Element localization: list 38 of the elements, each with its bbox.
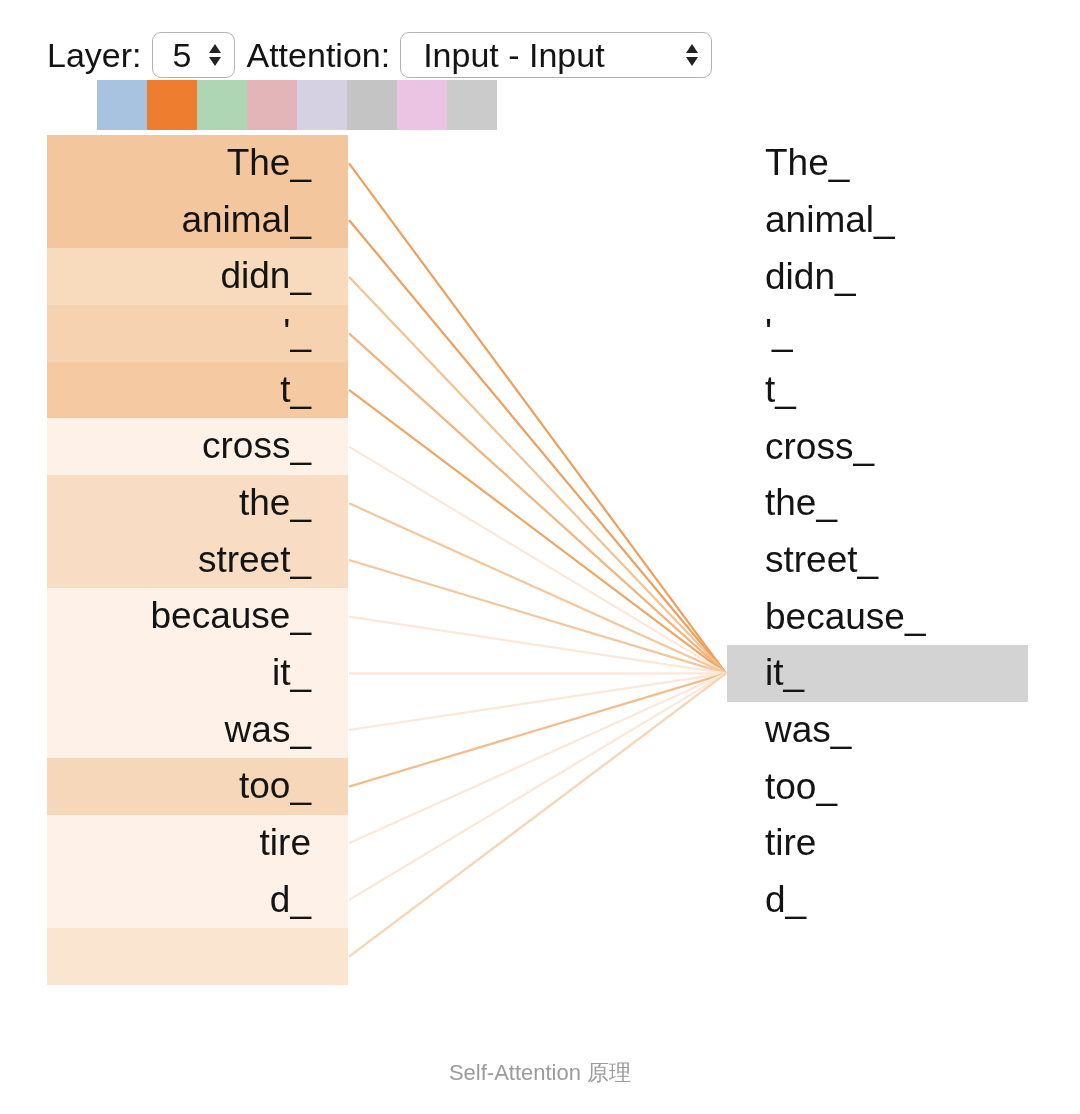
token-bar: it_ (47, 645, 348, 702)
token-bar: street_ (47, 531, 348, 589)
token-bar: tire (47, 815, 348, 872)
token-label: tire (765, 822, 817, 865)
token-bar: didn_ (47, 248, 348, 305)
token-label: because_ (765, 595, 926, 638)
empty-token-bar (47, 928, 348, 985)
token-label: was_ (765, 709, 852, 751)
token-bar: animal_ (47, 191, 348, 249)
token-bar: '_ (47, 305, 348, 362)
token-bar: because_ (47, 588, 348, 645)
token-label: animal_ (765, 199, 895, 241)
token-label: '_ (765, 312, 793, 355)
attention-line (348, 389, 727, 675)
token-label: didn_ (765, 255, 856, 298)
attention-line (348, 672, 727, 845)
caption: Self-Attention 原理 (448, 1060, 632, 1085)
field-label: Attention: (246, 35, 391, 75)
token-bar: was_ (47, 701, 348, 759)
token-label: d_ (765, 879, 807, 921)
token-label: too_ (765, 765, 837, 808)
layer-select: 5 (151, 32, 235, 78)
token-bar: d_ (47, 871, 348, 929)
token-label: street_ (765, 539, 879, 581)
token-label: the_ (765, 482, 837, 525)
highlighted-token-bar: it_ (727, 645, 1028, 702)
token-bar: t_ (47, 361, 348, 419)
token-label: The_ (765, 142, 850, 185)
token-bar: The_ (47, 135, 348, 192)
token-label: t_ (765, 369, 796, 411)
token-bar: cross_ (47, 418, 348, 475)
attention-select: Input - Input (400, 32, 713, 78)
attention-line (348, 672, 727, 958)
token-label: cross_ (765, 425, 874, 468)
field-label: Layer: (47, 35, 142, 75)
token-bar: the_ (47, 475, 348, 532)
token-bar: too_ (47, 758, 348, 815)
attention-line (348, 502, 727, 675)
